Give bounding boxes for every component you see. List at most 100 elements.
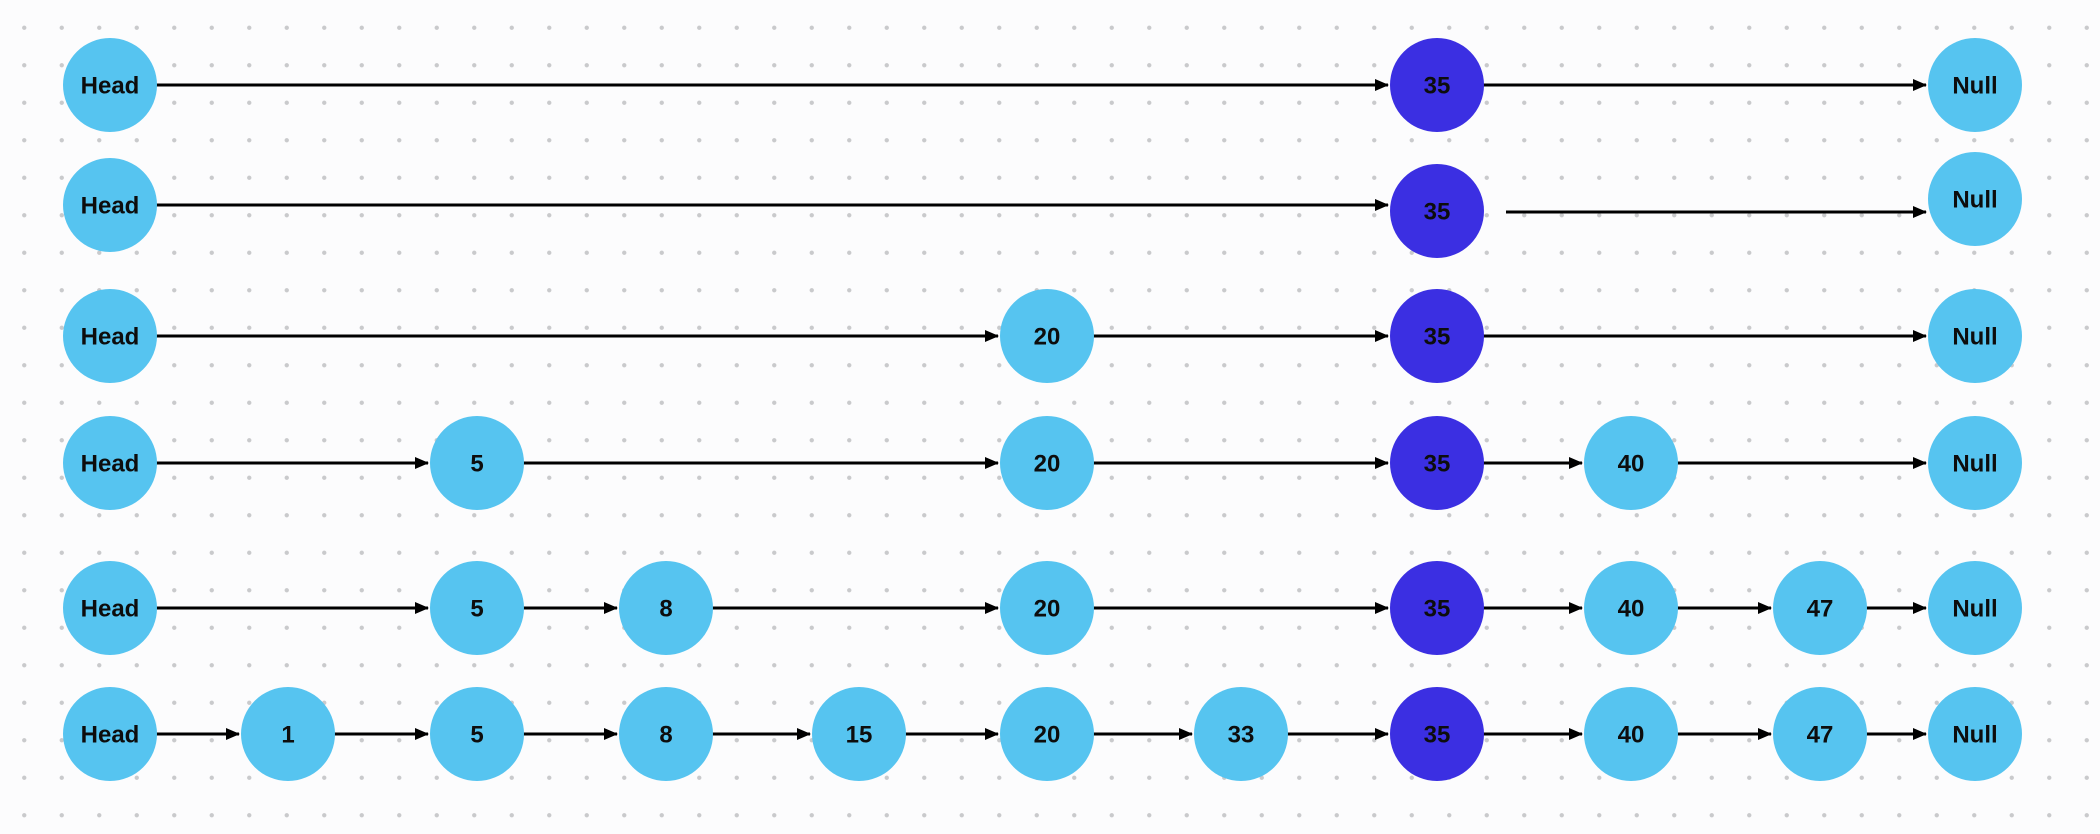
node-circle	[1773, 561, 1867, 655]
node-label: 5	[470, 451, 483, 478]
node-circle	[1928, 687, 2022, 781]
node-5: 5	[430, 561, 524, 655]
node-label: 35	[1424, 199, 1451, 226]
node-label: Head	[81, 73, 140, 100]
node-label: 15	[846, 722, 873, 749]
node-head: Head	[63, 289, 157, 383]
node-label: 5	[470, 596, 483, 623]
node-circle	[1000, 416, 1094, 510]
node-circle	[1584, 416, 1678, 510]
node-circle	[1584, 687, 1678, 781]
node-35: 35	[1390, 38, 1484, 132]
node-circle	[1584, 561, 1678, 655]
node-circle	[1194, 687, 1288, 781]
node-circle	[619, 687, 713, 781]
node-circle	[63, 561, 157, 655]
node-40: 40	[1584, 416, 1678, 510]
node-35: 35	[1390, 164, 1484, 258]
arrows-layer	[155, 79, 1927, 740]
node-circle	[1928, 561, 2022, 655]
node-circle	[1000, 687, 1094, 781]
node-label: 47	[1807, 596, 1834, 623]
node-label: Null	[1952, 596, 1997, 623]
node-47: 47	[1773, 687, 1867, 781]
node-label: 8	[659, 596, 672, 623]
node-1: 1	[241, 687, 335, 781]
node-label: 20	[1034, 596, 1061, 623]
node-label: 33	[1228, 722, 1255, 749]
node-20: 20	[1000, 561, 1094, 655]
node-label: 35	[1424, 596, 1451, 623]
node-35: 35	[1390, 416, 1484, 510]
node-circle	[63, 687, 157, 781]
node-circle	[1390, 416, 1484, 510]
node-null: Null	[1928, 416, 2022, 510]
node-circle	[1390, 289, 1484, 383]
node-label: 35	[1424, 324, 1451, 351]
node-label: 40	[1618, 596, 1645, 623]
node-circle	[1390, 687, 1484, 781]
node-47: 47	[1773, 561, 1867, 655]
node-label: 35	[1424, 73, 1451, 100]
node-circle	[241, 687, 335, 781]
node-label: Null	[1952, 73, 1997, 100]
node-circle	[1000, 561, 1094, 655]
node-label: Null	[1952, 324, 1997, 351]
node-circle	[1773, 687, 1867, 781]
node-label: Head	[81, 324, 140, 351]
node-null: Null	[1928, 561, 2022, 655]
node-head: Head	[63, 561, 157, 655]
node-circle	[430, 687, 524, 781]
node-label: 20	[1034, 722, 1061, 749]
node-null: Null	[1928, 38, 2022, 132]
node-label: 35	[1424, 722, 1451, 749]
node-label: 5	[470, 722, 483, 749]
node-40: 40	[1584, 687, 1678, 781]
node-label: 47	[1807, 722, 1834, 749]
node-label: Head	[81, 722, 140, 749]
node-circle	[430, 416, 524, 510]
node-head: Head	[63, 158, 157, 252]
node-circle	[63, 38, 157, 132]
node-5: 5	[430, 687, 524, 781]
node-8: 8	[619, 561, 713, 655]
node-label: 40	[1618, 722, 1645, 749]
node-circle	[1928, 416, 2022, 510]
node-circle	[619, 561, 713, 655]
node-circle	[63, 158, 157, 252]
node-null: Null	[1928, 687, 2022, 781]
node-null: Null	[1928, 152, 2022, 246]
node-circle	[430, 561, 524, 655]
node-null: Null	[1928, 289, 2022, 383]
node-label: 1	[281, 722, 294, 749]
node-20: 20	[1000, 289, 1094, 383]
node-35: 35	[1390, 561, 1484, 655]
node-circle	[1928, 38, 2022, 132]
node-5: 5	[430, 416, 524, 510]
node-35: 35	[1390, 289, 1484, 383]
node-head: Head	[63, 38, 157, 132]
node-circle	[1390, 164, 1484, 258]
node-circle	[1928, 289, 2022, 383]
node-head: Head	[63, 687, 157, 781]
node-circle	[1000, 289, 1094, 383]
node-label: Head	[81, 451, 140, 478]
node-35: 35	[1390, 687, 1484, 781]
node-circle	[1390, 38, 1484, 132]
node-label: 20	[1034, 451, 1061, 478]
node-label: 35	[1424, 451, 1451, 478]
node-15: 15	[812, 687, 906, 781]
node-label: Head	[81, 596, 140, 623]
node-label: 20	[1034, 324, 1061, 351]
node-20: 20	[1000, 687, 1094, 781]
node-circle	[1390, 561, 1484, 655]
node-label: 8	[659, 722, 672, 749]
node-circle	[63, 289, 157, 383]
node-20: 20	[1000, 416, 1094, 510]
node-33: 33	[1194, 687, 1288, 781]
node-label: Null	[1952, 187, 1997, 214]
node-label: Head	[81, 193, 140, 220]
node-40: 40	[1584, 561, 1678, 655]
